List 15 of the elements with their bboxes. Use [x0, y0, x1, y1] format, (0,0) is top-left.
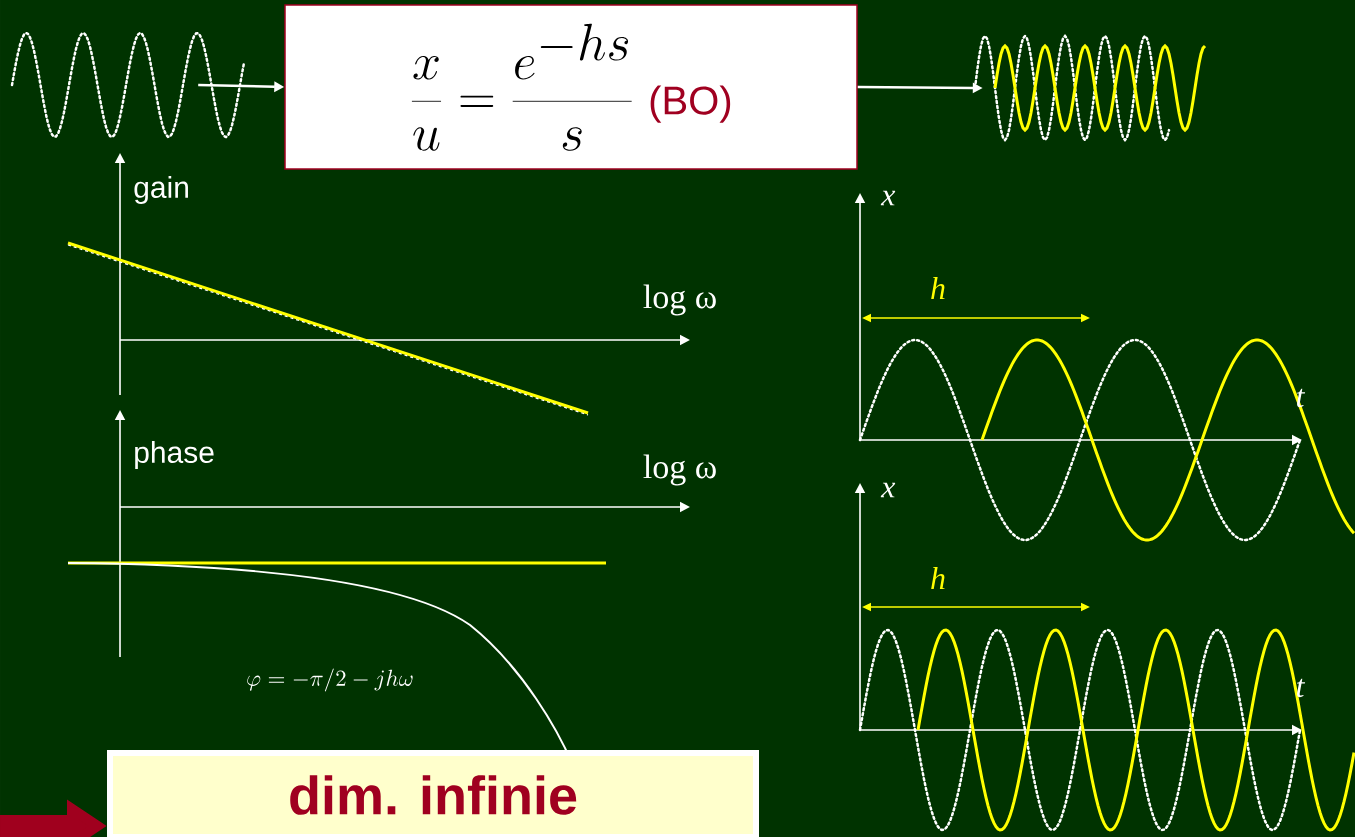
- wave-drawing: [973, 34, 1207, 142]
- axis-label: log ω: [643, 284, 716, 316]
- formula: $\varphi = -\pi/2 - jh\omega$: [247, 668, 413, 692]
- result-box: dim. infinie: [107, 750, 759, 837]
- transfer-function-box: $\frac{x}{u} = \frac{e^{-hs}}{s}$ (BO): [284, 4, 858, 170]
- axis-label: t: [1296, 678, 1306, 698]
- axis-label: x: [880, 482, 896, 498]
- axis-label: gain: [134, 176, 188, 204]
- axis-label: log ω: [643, 454, 716, 486]
- axis-label: h: [931, 566, 945, 590]
- axis-label: t: [1296, 388, 1306, 408]
- axis-label: h: [931, 276, 945, 300]
- axis-label: phase: [135, 441, 214, 469]
- axis-label: x: [880, 190, 896, 206]
- wave-drawing: [10, 31, 246, 139]
